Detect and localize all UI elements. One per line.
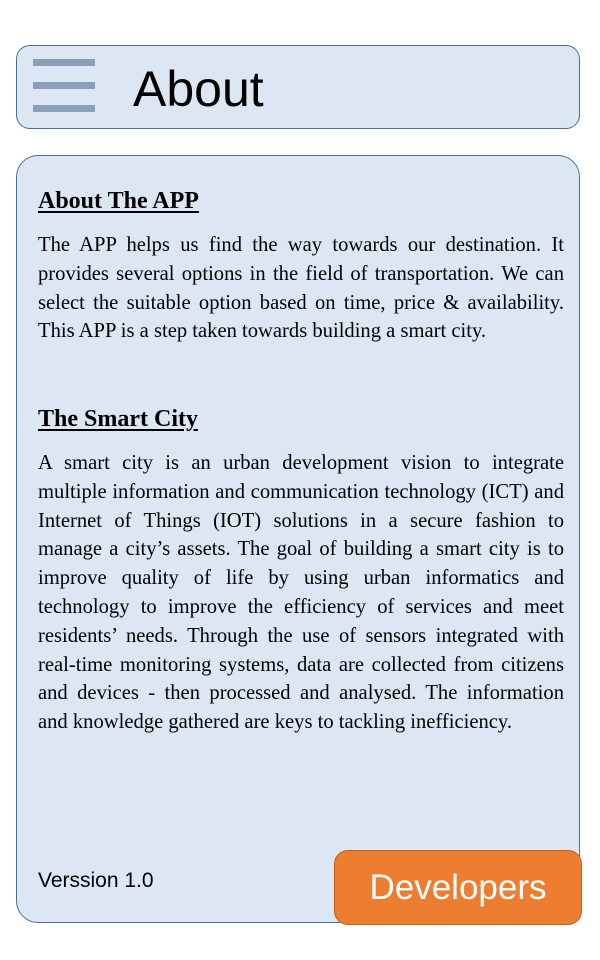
about-app-text: The APP helps us find the way towards ou…	[38, 234, 564, 343]
menu-icon-bar	[33, 82, 95, 89]
smart-city-heading: The Smart City	[38, 406, 198, 432]
about-content-panel: About The APP The APP helps us find the …	[16, 155, 582, 925]
hamburger-menu-icon[interactable]	[33, 59, 95, 117]
header-bar: About	[16, 45, 580, 129]
developers-button[interactable]: Developers	[334, 850, 582, 925]
menu-icon-bar	[33, 59, 95, 66]
about-app-heading: About The APP	[38, 188, 199, 214]
page-title: About	[133, 61, 264, 117]
menu-icon-bar	[33, 105, 95, 112]
version-label: Verssion 1.0	[38, 869, 154, 892]
smart-city-text: A smart city is an urban development vis…	[38, 452, 564, 734]
